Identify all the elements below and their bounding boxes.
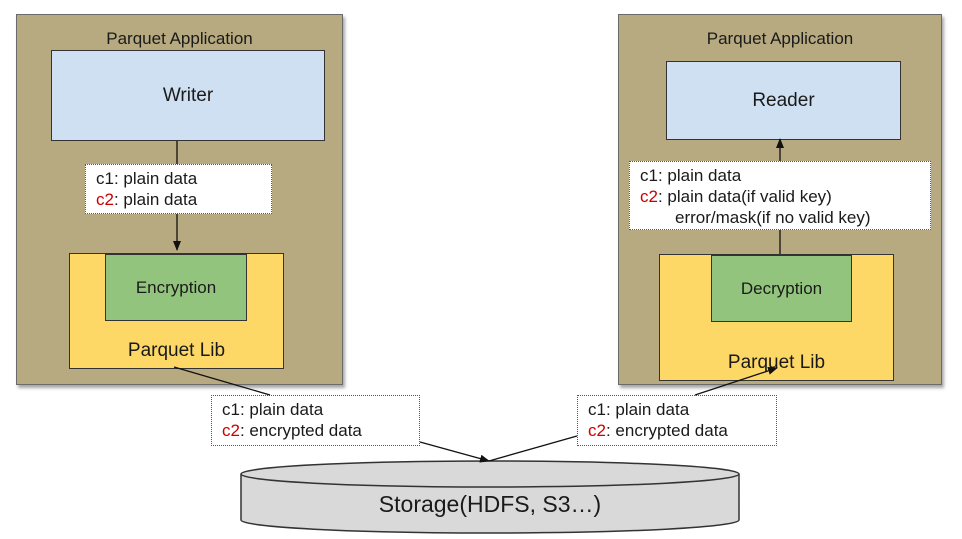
- encrypted-column-key: c2: [96, 190, 114, 209]
- column-key: c1: [640, 166, 658, 185]
- column-status: : plain data: [657, 166, 742, 185]
- note-line-c1: c1: plain data: [588, 399, 776, 420]
- storage-to-note-line: [488, 435, 578, 462]
- reader-column-note: c1: plain data c2: plain data(if valid k…: [629, 161, 931, 230]
- note-line-c2-fallback: error/mask(if no valid key): [675, 208, 871, 227]
- reader-app-title: Parquet Application: [706, 29, 854, 48]
- writer-box: Writer: [51, 50, 325, 141]
- column-key: c1: [222, 400, 240, 419]
- column-status: : plain data: [239, 400, 324, 419]
- column-key: c1: [96, 169, 114, 188]
- note-line-c2: c2: encrypted data: [222, 420, 419, 441]
- writer-column-note: c1: plain data c2: plain data: [85, 164, 272, 214]
- column-status: : plain data: [605, 400, 690, 419]
- lib-to-storage-arrow: [419, 441, 490, 463]
- storage-label: Storage(HDFS, S3…): [378, 491, 602, 517]
- encrypted-column-key: c2: [588, 421, 606, 440]
- writer-app-panel: Parquet Application Writer Encryption Pa…: [16, 14, 343, 385]
- note-to-lib-arrow: [694, 367, 778, 396]
- encrypted-column-key: c2: [222, 421, 240, 440]
- note-line-c1: c1: plain data: [222, 399, 419, 420]
- note-line-c2: c2: encrypted data: [588, 420, 776, 441]
- column-key: c1: [588, 400, 606, 419]
- column-status: : plain data(if valid key): [657, 187, 832, 206]
- reader-parquet-lib-label: Parquet Lib: [727, 352, 826, 373]
- note-line-c1: c1: plain data: [640, 165, 930, 186]
- writer-parquet-lib: Encryption Parquet Lib: [69, 253, 284, 369]
- encryption-box: Encryption: [105, 254, 247, 321]
- decryption-box: Decryption: [711, 255, 852, 322]
- reader-parquet-lib: Decryption Parquet Lib: [659, 254, 894, 381]
- encrypted-column-key: c2: [640, 187, 658, 206]
- note-line-c1: c1: plain data: [96, 168, 271, 189]
- column-status: : plain data: [113, 169, 198, 188]
- write-path-note: c1: plain data c2: encrypted data: [211, 395, 420, 446]
- note-line-c2: c2: plain data: [96, 189, 271, 210]
- column-status: : encrypted data: [605, 421, 728, 440]
- column-status: : encrypted data: [239, 421, 362, 440]
- read-path-note: c1: plain data c2: encrypted data: [577, 395, 777, 446]
- column-status: : plain data: [113, 190, 198, 209]
- writer-app-title: Parquet Application: [106, 29, 253, 48]
- storage-body: [240, 474, 740, 534]
- storage-cylinder: [240, 460, 740, 534]
- writer-parquet-lib-label: Parquet Lib: [127, 340, 226, 361]
- note-line-c2: c2: plain data(if valid key): [640, 186, 930, 207]
- lib-to-storage-line-a: [173, 366, 271, 396]
